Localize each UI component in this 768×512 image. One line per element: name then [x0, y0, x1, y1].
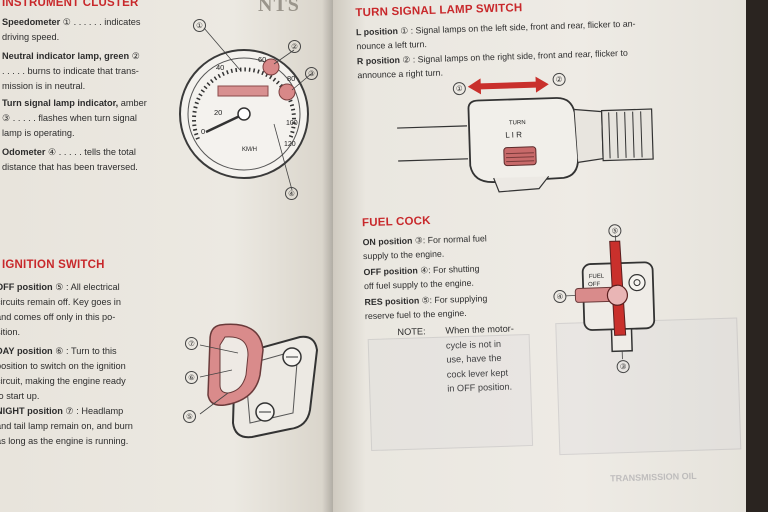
tick-label-100: 100 [286, 120, 298, 127]
ignition-switch-diagram [199, 323, 319, 439]
fuel-on-desc: ON position ③: For normal fuel supply to… [362, 233, 487, 262]
fuel-cock-screw [628, 273, 646, 292]
speedometer-tick-arc [192, 67, 296, 140]
night-position-desc: NIGHT position ⑦ : Headlamp and tail lam… [0, 406, 133, 446]
cock-label-off: OFF [588, 282, 601, 288]
tick-label-0: 0 [201, 127, 205, 136]
cock-label-fuel: FUEL [589, 274, 605, 280]
handlebar-line-top [397, 125, 468, 129]
faint-table-left [367, 333, 534, 452]
tick-label-20: 20 [214, 108, 222, 117]
handlebar-line-bottom [398, 158, 469, 162]
tick-label-60: 60 [258, 55, 266, 64]
off-position-desc: OFF position ⑤ : All electrical circuits… [0, 282, 121, 337]
tick-label-40: 40 [216, 63, 224, 72]
fuel-cock-heading: FUEL COCK [361, 215, 431, 230]
turn-switch-knob [503, 146, 537, 167]
fuel-off-desc: OFF position ④: For shutting off fuel su… [363, 263, 480, 292]
instrument-cluster-heading: INSTRUMENT CLUSTER [2, 0, 139, 9]
speedometer-desc: Speedometer ① . . . . . . indicates driv… [2, 17, 141, 42]
speedo-callout-3: ③ [305, 67, 318, 80]
turn-signal-indicator-desc: Turn signal lamp indicator, amber ③ . . … [2, 98, 147, 138]
switch-housing [467, 97, 579, 183]
speedometer-needle [205, 112, 245, 134]
neutral-lamp-desc: Neutral indicator lamp, green ② . . . . … [2, 51, 140, 91]
speedo-callout-4: ④ [285, 187, 298, 200]
ignition-callout-5: ⑤ [183, 410, 196, 423]
day-position-desc: DAY position ⑥ : Turn to this position t… [0, 346, 126, 401]
fuel-cock-diagram: FUEL OFF [565, 235, 656, 360]
ignition-callout-6: ⑥ [185, 371, 198, 384]
speed-unit-label: KM/H [242, 147, 257, 153]
odometer-desc: Odometer ④ . . . . . tells the total dis… [2, 147, 138, 172]
speedo-callout-2: ② [288, 40, 301, 53]
tick-label-120: 120 [284, 141, 296, 148]
tick-label-80: 80 [287, 74, 295, 83]
ignition-callout-7: ⑦ [185, 337, 198, 350]
speedo-callout-1: ① [193, 19, 206, 32]
turn-indicator-lamp [278, 83, 296, 101]
faint-bottom-heading: TRANSMISSION OIL [610, 470, 697, 484]
speedometer-diagram: 20 0 40 60 80 100 120 KM/H [179, 27, 312, 191]
ignition-switch-heading: IGNITION SWITCH [2, 259, 105, 271]
left-page: NTS INSTRUMENT CLUSTER Speedometer ① . .… [0, 0, 333, 512]
switch-label-turn: TURN [509, 120, 526, 127]
turn-signal-heading: TURN SIGNAL LAMP SWITCH [355, 2, 523, 20]
bleed-through-title: NTS [258, 0, 300, 16]
turn-switch-diagram: TURN L I R [397, 76, 654, 193]
right-page: TURN SIGNAL LAMP SWITCH L position ① : S… [333, 0, 746, 512]
throttle-grip [600, 108, 654, 162]
left-right-arrow [467, 76, 549, 95]
fuel-res-desc: RES position ⑤: For supplying reserve fu… [364, 293, 488, 322]
switch-label-lir: L I R [505, 130, 522, 140]
odometer-window [217, 85, 269, 97]
